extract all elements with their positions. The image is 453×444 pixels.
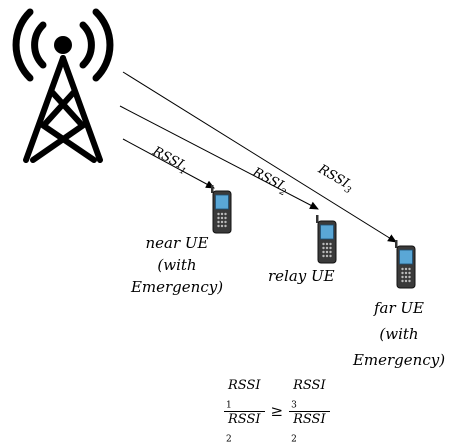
mobile-phone-icon-relay [315, 214, 337, 264]
mobile-phone-icon-near [210, 184, 232, 234]
far-ue-line3: Emergency) [352, 351, 446, 369]
near-ue-line2: (with [157, 256, 197, 274]
far-ue-label: far UE (with Emergency) [346, 299, 452, 370]
far-ue-line1: far UE [373, 299, 425, 317]
cell-tower-icon [12, 8, 114, 163]
near-ue-line3: Emergency) [130, 278, 224, 296]
arrow-rssi1 [122, 138, 215, 189]
arrow-rssi3 [122, 71, 397, 243]
arrow-rssi2 [119, 105, 319, 210]
near-ue-label: near UE (with Emergency) [122, 234, 232, 297]
mobile-phone-icon-far [394, 239, 416, 289]
diagram-canvas [12, 8, 416, 289]
ge-operator: ≥ [270, 402, 284, 421]
relay-ue-label: relay UE [268, 267, 335, 285]
near-ue-line1: near UE [145, 234, 209, 252]
far-ue-line2: (with [379, 325, 419, 343]
